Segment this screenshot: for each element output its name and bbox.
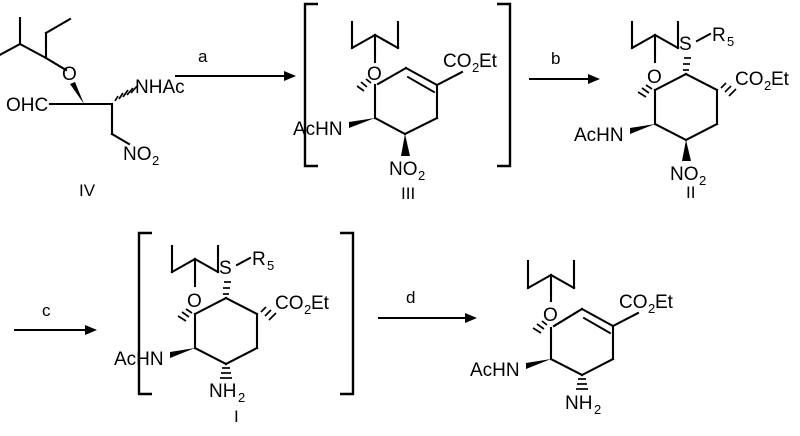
- atom-label-no2-sub-ii: 2: [699, 173, 706, 188]
- atom-label-r5-sub-i: 5: [267, 258, 274, 273]
- atom-label-achn-iii: AcHN: [293, 119, 343, 140]
- wedge-achn-iii: [349, 118, 375, 128]
- hash-ester-i: [260, 306, 277, 321]
- arrow-b: b: [529, 49, 600, 84]
- arrowhead-c: [85, 325, 97, 335]
- atom-label-no2-sub-iii: 2: [418, 168, 425, 183]
- hash-o-i: [177, 308, 193, 322]
- atom-label-co2et-sub-i: 2: [304, 302, 311, 317]
- atom-label-ohc-iv: OHC: [6, 95, 48, 116]
- hash-s-i: [223, 281, 231, 295]
- atom-label-no2-iv: NO: [123, 144, 152, 165]
- compound-label-I: I: [234, 407, 239, 426]
- compound-product: O CO 2 Et AcHN NH 2: [470, 259, 674, 417]
- atom-label-s-i: S: [219, 258, 232, 279]
- atom-label-r5-ii: R: [712, 25, 726, 46]
- atom-label-et-i: Et: [311, 293, 330, 314]
- compound-I: O S R 5 CO 2 Et: [114, 231, 355, 426]
- arrowhead-d: [465, 313, 477, 323]
- hash-nhac-iv: [114, 84, 139, 102]
- atom-label-nh2-product: NH: [565, 393, 592, 414]
- compound-IV: O OHC NHAc NO 2 IV: [0, 16, 185, 200]
- atom-label-o-ii: O: [647, 67, 662, 88]
- atom-label-achn-ii: AcHN: [574, 125, 624, 146]
- atom-label-o-iii: O: [367, 64, 382, 85]
- compound-label-III: III: [401, 184, 415, 203]
- arrowhead-a: [284, 71, 296, 81]
- atom-label-achn-product: AcHN: [470, 360, 520, 381]
- atom-label-nh2-i: NH: [209, 381, 236, 402]
- wedge-achn-i: [170, 348, 195, 358]
- hash-o-product: [532, 320, 548, 334]
- right-bracket-III: [497, 2, 512, 168]
- atom-label-o-product: O: [543, 305, 558, 326]
- atom-label-no2-sub-iv: 2: [152, 153, 159, 168]
- atom-label-no2-iii: NO: [389, 159, 418, 180]
- left-bracket-I: [137, 231, 152, 396]
- hash-nh2-i: [220, 367, 232, 379]
- atom-label-nh2-sub-i: 2: [238, 390, 245, 405]
- atom-label-o-i: O: [187, 291, 202, 312]
- compound-II: O S R 5 CO 2 Et: [574, 20, 790, 202]
- arrow-label-b: b: [551, 49, 560, 68]
- atom-label-o-iv: O: [62, 64, 77, 85]
- atom-label-nh2-sub-product: 2: [594, 402, 601, 417]
- atom-label-co2et-sub-iii: 2: [472, 60, 479, 75]
- hash-o-iii: [356, 78, 372, 92]
- atom-label-s-ii: S: [679, 34, 692, 55]
- arrow-d: d: [378, 288, 477, 323]
- atom-label-et-product: Et: [655, 292, 674, 313]
- atom-label-r5-i: R: [252, 249, 266, 270]
- atom-label-no2-ii: NO: [670, 164, 699, 185]
- atom-label-et-iii: Et: [479, 51, 498, 72]
- hash-ester-ii: [720, 82, 737, 97]
- arrow-a: a: [175, 47, 296, 81]
- compound-label-II: II: [686, 183, 695, 202]
- atom-label-et-ii: Et: [771, 69, 790, 90]
- wedge-achn-product: [526, 359, 551, 369]
- arrow-label-c: c: [42, 301, 51, 320]
- wedge-o-iv: [70, 82, 84, 104]
- arrow-label-a: a: [198, 47, 208, 66]
- hash-o-ii: [637, 84, 653, 98]
- atom-label-nhac-iv: NHAc: [135, 77, 185, 98]
- compound-III: O CO 2 Et AcHN NO 2 III: [293, 2, 512, 203]
- atom-label-co2et-i: CO: [275, 293, 304, 314]
- right-bracket-I: [340, 231, 355, 396]
- atom-label-co2et-iii: CO: [443, 51, 472, 72]
- atom-label-co2et-ii: CO: [735, 69, 764, 90]
- wedge-achn-ii: [630, 124, 655, 134]
- atom-label-co2et-sub-ii: 2: [764, 78, 771, 93]
- wedge-no2-ii: [682, 140, 691, 161]
- arrowhead-b: [588, 74, 600, 84]
- compound-label-IV: IV: [79, 181, 96, 200]
- atom-label-co2et-product: CO: [619, 292, 648, 313]
- hash-s-ii: [683, 57, 691, 71]
- atom-label-achn-i: AcHN: [114, 349, 164, 370]
- arrow-label-d: d: [406, 288, 415, 307]
- arrow-c: c: [14, 301, 97, 335]
- atom-label-r5-sub-ii: 5: [727, 34, 734, 49]
- wedge-no2-iii: [401, 134, 410, 156]
- hash-nh2-product: [576, 378, 588, 390]
- left-bracket-III: [303, 2, 318, 168]
- atom-label-co2et-sub-product: 2: [648, 301, 655, 316]
